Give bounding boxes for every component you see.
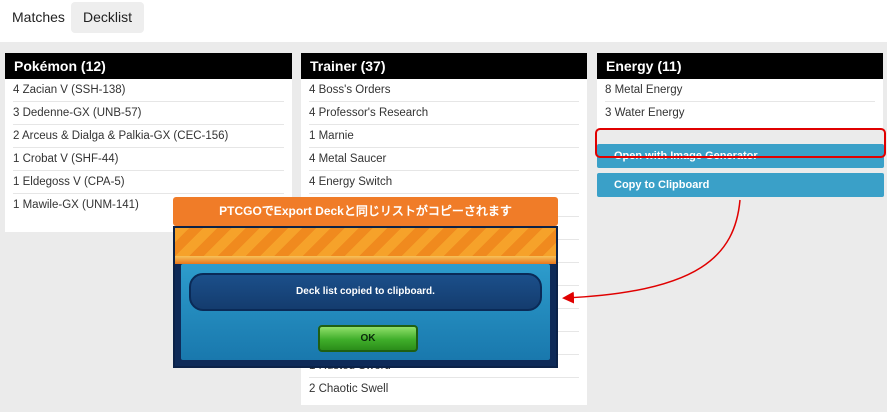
dialog-message: Deck list copied to clipboard. — [189, 273, 542, 311]
list-item: 4 Boss's Orders — [309, 79, 579, 102]
list-item: 8 Metal Energy — [605, 79, 875, 102]
tab-bar: Matches Decklist — [0, 0, 887, 42]
list-item: 3 Dedenne-GX (UNB-57) — [13, 102, 284, 125]
list-item: 1 Marnie — [309, 125, 579, 148]
list-item: 1 Crobat V (SHF-44) — [13, 148, 284, 171]
annotation-banner: PTCGOでExport Deckと同じリストがコピーされます — [173, 197, 558, 226]
list-item: 4 Professor's Research — [309, 102, 579, 125]
list-item: 2 Chaotic Swell — [309, 383, 389, 395]
copy-to-clipboard-button[interactable]: Copy to Clipboard — [597, 173, 884, 197]
dialog-header — [175, 228, 556, 264]
energy-list: 8 Metal Energy 3 Water Energy — [597, 79, 883, 125]
pokemon-list: 4 Zacian V (SSH-138) 3 Dedenne-GX (UNB-5… — [5, 79, 292, 217]
list-item: 4 Metal Saucer — [309, 148, 579, 171]
list-item: 2 Arceus & Dialga & Palkia-GX (CEC-156) — [13, 125, 284, 148]
pokemon-panel: Pokémon (12) 4 Zacian V (SSH-138) 3 Dede… — [5, 53, 292, 232]
ok-button[interactable]: OK — [318, 325, 418, 352]
tab-decklist[interactable]: Decklist — [71, 2, 145, 33]
energy-panel: Energy (11) 8 Metal Energy 3 Water Energ… — [597, 53, 883, 129]
energy-panel-title: Energy (11) — [597, 53, 883, 79]
list-item: 4 Zacian V (SSH-138) — [13, 79, 284, 102]
list-item: 3 Water Energy — [605, 107, 685, 119]
tab-matches[interactable]: Matches — [12, 9, 65, 25]
list-item: 1 Eldegoss V (CPA-5) — [13, 171, 284, 194]
clipboard-dialog: Deck list copied to clipboard. OK — [173, 226, 558, 368]
copy-button-highlight — [595, 128, 886, 158]
pokemon-panel-title: Pokémon (12) — [5, 53, 292, 79]
dialog-body: Deck list copied to clipboard. OK — [181, 264, 550, 360]
trainer-panel-title: Trainer (37) — [301, 53, 587, 79]
list-item: 1 Mawile-GX (UNM-141) — [13, 199, 139, 211]
list-item: 4 Energy Switch — [309, 171, 579, 194]
